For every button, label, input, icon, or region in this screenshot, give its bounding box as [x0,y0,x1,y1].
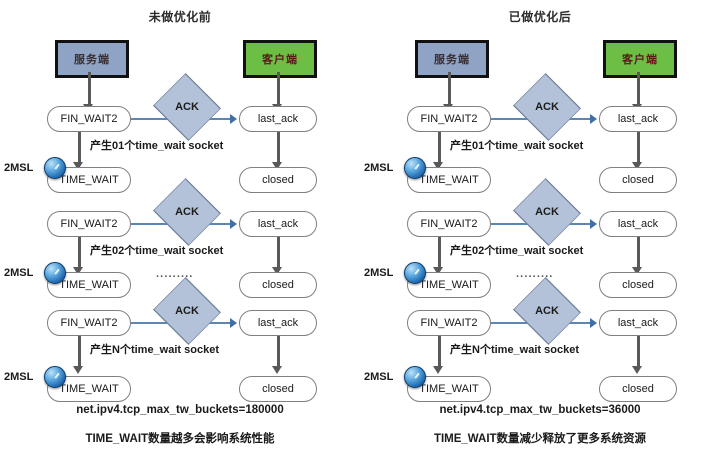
ack-diamond-3: ACK [148,277,226,345]
clock-icon-1 [44,157,66,179]
panel-title-before: 未做优化前 [148,10,212,24]
ack-diamond-3: ACK [508,277,586,345]
ack-diamond-2: ACK [508,178,586,246]
state-closed-2: closed [239,272,317,298]
server-box: 服务端 [55,40,129,78]
ack-arrow-2 [230,219,237,229]
state-fin-wait2-2: FIN_WAIT2 [407,211,491,237]
ack-arrow-1 [590,114,597,124]
state-fin-wait2-1: FIN_WAIT2 [407,106,491,132]
lastack-to-closed-arrow-3 [272,366,282,374]
lastack-to-closed-arrow-3 [632,366,642,374]
lastack-to-closed-line-1 [277,132,280,164]
client-box: 客户端 [603,40,677,78]
socket-note-2: 产生02个time_wait socket [450,245,584,257]
state-last-ack-2: last_ack [239,211,317,237]
msl-label-3: 2MSL [364,371,394,383]
ack-diamond-1: ACK [508,73,586,141]
lastack-to-closed-arrow-2 [272,267,282,275]
summary-caption: TIME_WAIT数量越多会影响系统性能 [85,433,275,445]
fin-to-tw-arrow-3 [433,366,443,374]
fin-to-tw-line-2 [438,237,441,269]
fin-to-tw-arrow-1 [73,162,83,170]
ack-label-2: ACK [175,206,199,218]
fin-to-tw-line-3 [78,336,81,368]
ack-arrow-3 [590,318,597,328]
clock-icon-2 [404,262,426,284]
clock-icon-2 [44,262,66,284]
summary-caption: TIME_WAIT数量减少释放了更多系统资源 [433,433,647,445]
server-box: 服务端 [415,40,489,78]
state-closed-3: closed [599,376,677,402]
ack-diamond-1: ACK [148,73,226,141]
lastack-to-closed-arrow-2 [632,267,642,275]
panel-title-after: 已做优化后 [508,10,572,24]
state-last-ack-3: last_ack [599,310,677,336]
state-last-ack-3: last_ack [239,310,317,336]
server-stem-line [88,72,91,106]
msl-label-2: 2MSL [364,267,394,279]
ack-label-3: ACK [535,305,559,317]
socket-note-1: 产生01个time_wait socket [450,140,584,152]
lastack-to-closed-arrow-1 [632,162,642,170]
server-stem-line [448,72,451,106]
lastack-to-closed-arrow-1 [272,162,282,170]
socket-note-3: 产生N个time_wait socket [90,344,219,356]
state-closed-2: closed [599,272,677,298]
ack-label-1: ACK [175,101,199,113]
lastack-to-closed-line-1 [637,132,640,164]
fin-to-tw-line-1 [438,132,441,164]
client-box: 客户端 [243,40,317,78]
sysctl-caption: net.ipv4.tcp_max_tw_buckets=36000 [439,404,641,416]
clock-icon-3 [44,366,66,388]
state-closed-1: closed [599,167,677,193]
msl-label-1: 2MSL [364,162,394,174]
state-closed-3: closed [239,376,317,402]
ack-arrow-2 [590,219,597,229]
panel-before: 未做优化前 服务端 客户端 FIN_WAIT2 last_ack ACK 产生0… [0,0,360,452]
ack-arrow-3 [230,318,237,328]
state-last-ack-2: last_ack [599,211,677,237]
ack-label-2: ACK [535,206,559,218]
fin-to-tw-arrow-1 [433,162,443,170]
socket-note-3: 产生N个time_wait socket [450,344,579,356]
state-fin-wait2-3: FIN_WAIT2 [47,310,131,336]
fin-to-tw-line-1 [78,132,81,164]
fin-to-tw-line-2 [78,237,81,269]
panel-after: 已做优化后 服务端 客户端 FIN_WAIT2 last_ack ACK 产生0… [360,0,720,452]
state-last-ack-1: last_ack [599,106,677,132]
client-stem-line [277,72,280,106]
clock-icon-1 [404,157,426,179]
socket-note-2: 产生02个time_wait socket [90,245,224,257]
clock-icon-3 [404,366,426,388]
msl-label-2: 2MSL [4,267,34,279]
state-fin-wait2-3: FIN_WAIT2 [407,310,491,336]
socket-note-1: 产生01个time_wait socket [90,140,224,152]
msl-label-1: 2MSL [4,162,34,174]
fin-to-tw-arrow-2 [73,267,83,275]
sysctl-caption: net.ipv4.tcp_max_tw_buckets=180000 [76,404,284,416]
state-fin-wait2-1: FIN_WAIT2 [47,106,131,132]
ack-label-3: ACK [175,305,199,317]
state-last-ack-1: last_ack [239,106,317,132]
state-closed-1: closed [239,167,317,193]
lastack-to-closed-line-3 [637,336,640,368]
fin-to-tw-arrow-3 [73,366,83,374]
lastack-to-closed-line-2 [277,237,280,269]
ack-label-1: ACK [535,101,559,113]
state-time-wait-1: TIME_WAIT [47,167,131,193]
msl-label-3: 2MSL [4,371,34,383]
client-stem-line [637,72,640,106]
ack-diamond-2: ACK [148,178,226,246]
fin-to-tw-arrow-2 [433,267,443,275]
lastack-to-closed-line-3 [277,336,280,368]
lastack-to-closed-line-2 [637,237,640,269]
state-fin-wait2-2: FIN_WAIT2 [47,211,131,237]
ack-arrow-1 [230,114,237,124]
fin-to-tw-line-3 [438,336,441,368]
